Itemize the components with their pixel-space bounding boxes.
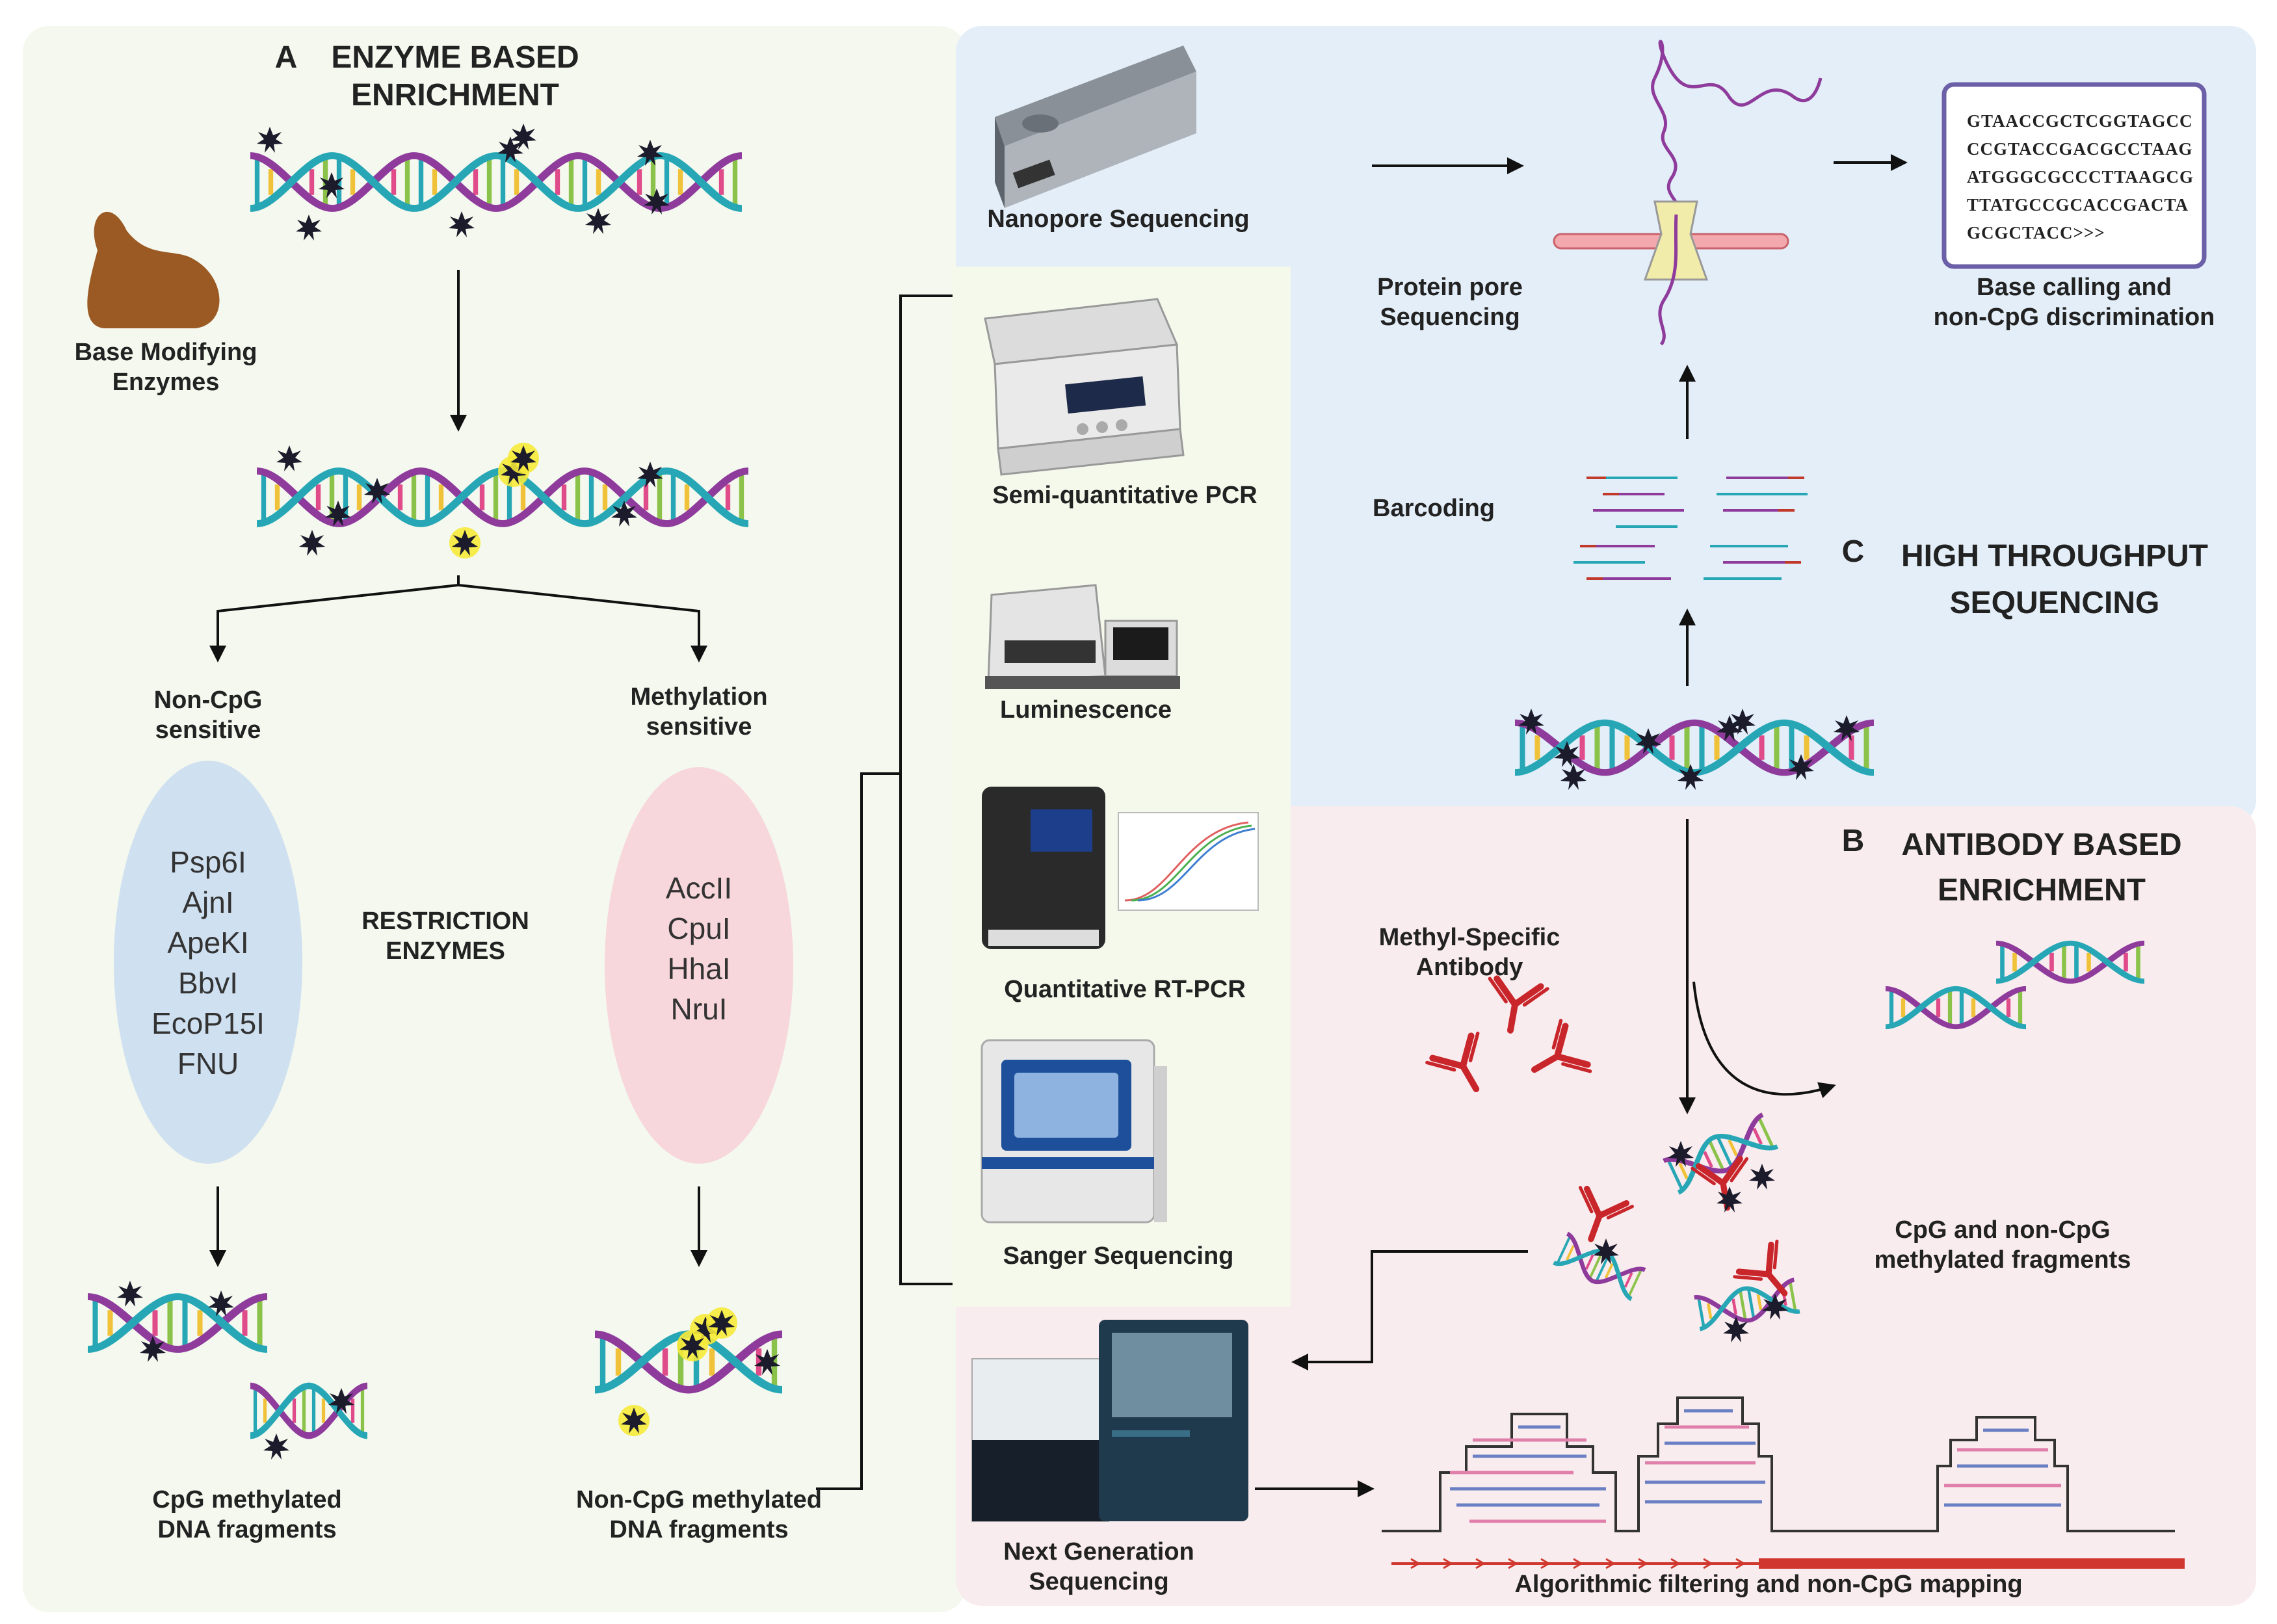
protein-pore-label: Protein pore Sequencing bbox=[1377, 274, 1523, 331]
barcoded-reads bbox=[1573, 477, 1808, 580]
base-calling-box bbox=[1941, 82, 2207, 269]
barcoding-label: Barcoding bbox=[1373, 495, 1495, 522]
nanopore-label: Nanopore Sequencing bbox=[987, 205, 1250, 233]
methyl-antibody-label: Methyl-Specific Antibody bbox=[1378, 924, 1560, 981]
panel-c-letter: C bbox=[1841, 534, 1865, 569]
methylation-enzyme-list: AccII CpuI HhaI NruI bbox=[665, 871, 733, 1026]
panel-a-background bbox=[23, 26, 966, 1612]
methylated-fragments-label: CpG and non-CpG methylated fragments bbox=[1874, 1216, 2131, 1274]
panel-b-letter: B bbox=[1841, 824, 1865, 858]
luminometer-illustration bbox=[985, 584, 1180, 689]
ngs-machine-illustration bbox=[971, 1320, 1248, 1522]
pcr-machine-illustration bbox=[984, 298, 1185, 476]
mapping-bar bbox=[1759, 1558, 2185, 1569]
algorithmic-label: Algorithmic filtering and non-CpG mappin… bbox=[1514, 1571, 2023, 1598]
base-modifying-label: Base Modifying Enzymes bbox=[74, 339, 257, 396]
ngs-label: Next Generation Sequencing bbox=[1003, 1538, 1194, 1595]
aligned-reads bbox=[1450, 1409, 2061, 1523]
sanger-sequencer-illustration bbox=[981, 1039, 1167, 1224]
sequence-text: GTAACCGCTCGGTAGCC CCGTACCGACGCCTAAG ATGG… bbox=[1967, 111, 2194, 242]
non-cpg-fragments-label: Non-CpG methylated DNA fragments bbox=[576, 1486, 822, 1543]
nanopore-device-illustration bbox=[995, 46, 1196, 208]
panel-b-title: ANTIBODY BASED ENRICHMENT bbox=[1901, 828, 2182, 908]
panel-c-title: HIGH THROUGHPUT SEQUENCING bbox=[1901, 539, 2208, 620]
methylation-sensitive-label: Methylation sensitive bbox=[630, 683, 768, 740]
methylation-enzyme-ellipse bbox=[605, 767, 793, 1164]
non-cpg-enzyme-ellipse bbox=[114, 761, 302, 1164]
protein-pore-illustration bbox=[1553, 40, 1823, 346]
luminescence-label: Luminescence bbox=[1000, 696, 1172, 724]
panel-a-title: ENZYME BASED ENRICHMENT bbox=[331, 40, 579, 112]
base-calling-label: Base calling and non-CpG discrimination bbox=[1933, 274, 2215, 331]
restriction-enzymes-label: RESTRICTION ENZYMES bbox=[362, 908, 529, 965]
panel-a-letter: A bbox=[274, 40, 298, 75]
non-cpg-enzyme-list: Psp6I AjnI ApeKI BbvI EcoP15I FNU bbox=[151, 845, 265, 1080]
base-modifying-enzyme-shape bbox=[87, 211, 220, 328]
cpg-fragments-label: CpG methylated DNA fragments bbox=[152, 1486, 342, 1543]
qpcr-machine-illustration bbox=[982, 787, 1259, 949]
semi-quantitative-pcr-label: Semi-quantitative PCR bbox=[992, 482, 1257, 509]
coverage-profile bbox=[1382, 1396, 2175, 1532]
rt-pcr-label: Quantitative RT-PCR bbox=[1004, 976, 1246, 1003]
sanger-label: Sanger Sequencing bbox=[1003, 1242, 1234, 1270]
non-cpg-sensitive-label: Non-CpG sensitive bbox=[153, 687, 263, 744]
